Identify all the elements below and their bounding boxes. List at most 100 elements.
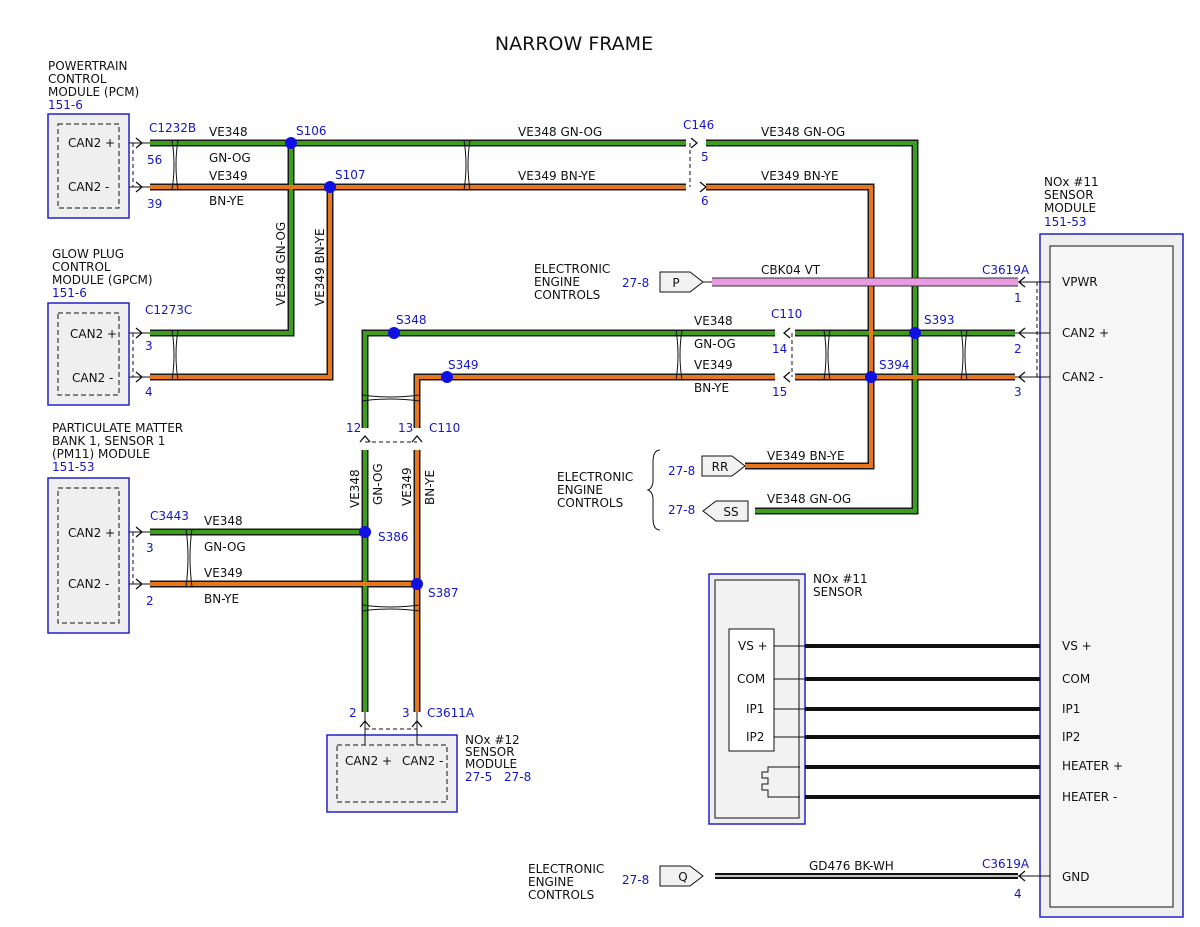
eec-rr-ref: 27-8	[668, 464, 695, 478]
gpcm-name-line3: MODULE (GPCM)	[52, 273, 153, 287]
eec-top-ref: 27-8	[622, 276, 649, 290]
c110-label: C110	[771, 307, 802, 321]
nox12-module[interactable]: CAN2 + CAN2 - NOx #12 SENSOR MODULE 27-5…	[326, 733, 531, 813]
twist-icon	[960, 329, 968, 381]
gpcm-pin-can2-plus: CAN2 +	[70, 327, 117, 341]
chevron-left-icon	[782, 327, 791, 339]
s107-label: S107	[335, 168, 366, 182]
tag-p-shape	[659, 271, 704, 293]
pm11-pin-can2-minus: CAN2 -	[68, 577, 109, 591]
s349-label: S349	[448, 358, 479, 372]
c3619a-pin-1: 1	[1014, 291, 1022, 305]
c146-pin-6: 6	[701, 194, 709, 208]
eec-mid-line1: ELECTRONIC	[557, 470, 633, 484]
nox11-module[interactable]: NOx #11 SENSOR MODULE 151-53 VPWR CAN2 +…	[1039, 175, 1184, 918]
gpcm-inner	[57, 312, 120, 396]
pcm-module[interactable]: POWERTRAIN CONTROL MODULE (PCM) 151-6 CA…	[47, 59, 139, 219]
pcm-connector: C1232B	[149, 121, 196, 135]
splice-s349	[441, 371, 453, 383]
wire-cbk04: CBK04 VT	[761, 263, 821, 277]
eec-top-line2: ENGINE	[534, 275, 580, 289]
pcm-pin-56: 56	[147, 153, 162, 167]
s387-label: S387	[428, 586, 459, 600]
c110-pin-14: 14	[772, 342, 787, 356]
c110-label-vertical: C110	[429, 421, 460, 435]
wire-bnye-pm11: BN-YE	[204, 592, 239, 606]
pcm-pin-can2-minus: CAN2 -	[68, 180, 109, 194]
wire-ve348-gnog-mid: VE348 GN-OG	[518, 125, 602, 139]
wire-bnye-c110: BN-YE	[694, 381, 729, 395]
nox12-box	[326, 734, 458, 813]
gpcm-ref: 151-6	[52, 286, 87, 300]
tag-q-shape	[659, 865, 704, 887]
twist-icon	[171, 329, 179, 381]
wire-ve348-c110: VE348	[694, 314, 733, 328]
gpcm-name-line2: CONTROL	[52, 260, 111, 274]
nox12-inner	[336, 744, 448, 803]
pcm-name-line1: POWERTRAIN	[48, 59, 128, 73]
nox12-ref2: 27-8	[504, 770, 531, 784]
wire-ve349-bnye-mid: VE349 BN-YE	[518, 169, 596, 183]
wire-bnye-vertical-2: BN-YE	[423, 470, 437, 505]
gpcm-pin-can2-minus: CAN2 -	[72, 371, 113, 385]
gpcm-connector: C1273C	[145, 303, 192, 317]
tag-ss: SS	[723, 505, 738, 519]
tag-rr-shape	[701, 455, 746, 477]
pm11-name-line1: PARTICULATE MATTER	[52, 421, 183, 435]
wire-ve349-bnye-rr: VE349 BN-YE	[767, 449, 845, 463]
chevron-right-icon	[135, 181, 144, 193]
pcm-pin-39: 39	[147, 197, 162, 211]
nox11-module-name-line2: SENSOR	[1044, 188, 1094, 202]
pcm-box	[47, 113, 130, 219]
tag-p: P	[672, 276, 679, 290]
splice-s107	[324, 181, 336, 193]
chevron-left-icon	[782, 371, 791, 383]
nox11-sensor-name-line2: SENSOR	[813, 585, 863, 599]
nox11-pin-vs-plus: VS +	[1062, 639, 1092, 653]
nox11-module-name-line1: NOx #11	[1044, 175, 1099, 189]
wire-gnog-pm11: GN-OG	[204, 540, 246, 554]
eec-bottom-line1: ELECTRONIC	[528, 862, 604, 876]
nox11-pin-ip1: IP1	[1062, 702, 1080, 716]
c3619a-pin-3: 3	[1014, 385, 1022, 399]
twisted-pair-markers	[171, 139, 968, 612]
splices	[285, 137, 921, 590]
wire-gnog-pcm: GN-OG	[209, 151, 251, 165]
chevron-right-icon	[135, 371, 144, 383]
eec-bottom-line3: CONTROLS	[528, 888, 594, 902]
pm11-inner	[57, 487, 120, 624]
nox11-sensor-pin-com: COM	[737, 672, 765, 686]
s348-label: S348	[396, 313, 427, 327]
splice-s393	[909, 327, 921, 339]
nox11-module-name-line3: MODULE	[1044, 201, 1096, 215]
splice-s106	[285, 137, 297, 149]
chevron-right-icon	[135, 578, 144, 590]
chevron-left-icon	[1017, 276, 1026, 288]
labels: C1232B 56 39 C1273C 3 4 C3443 3 2 C3611A…	[145, 118, 1030, 902]
nox12-name-line1: NOx #12	[465, 733, 520, 747]
pm11-pin-3: 3	[146, 541, 154, 555]
chevron-up-icon	[359, 434, 371, 443]
pm11-box	[47, 477, 130, 634]
nox11-pin-can2-plus: CAN2 +	[1062, 326, 1109, 340]
nox11-sensor-pin-vs-plus: VS +	[738, 639, 768, 653]
wire-bnye-pcm: BN-YE	[209, 194, 244, 208]
pm11-name-line3: (PM11) MODULE	[52, 447, 150, 461]
pm11-module[interactable]: PARTICULATE MATTER BANK 1, SENSOR 1 (PM1…	[47, 421, 183, 634]
nox12-connector: C3611A	[427, 706, 475, 720]
gpcm-module[interactable]: GLOW PLUG CONTROL MODULE (GPCM) 151-6 CA…	[47, 247, 153, 406]
gpcm-pin-4: 4	[145, 385, 153, 399]
wire-ve348-pm11: VE348	[204, 514, 243, 528]
gpcm-box	[47, 302, 130, 406]
nox11-pin-com: COM	[1062, 672, 1090, 686]
wires-orange-ve349	[150, 185, 1015, 712]
nox12-pin-2: 2	[349, 706, 357, 720]
wire-gnog-c110: GN-OG	[694, 337, 736, 351]
pm11-pin-2: 2	[146, 594, 154, 608]
c3619a-pin-2: 2	[1014, 342, 1022, 356]
wire-ve348-gnog-right: VE348 GN-OG	[761, 125, 845, 139]
c110-pin-12: 12	[346, 421, 361, 435]
nox11-sensor[interactable]: NOx #11 SENSOR VS + COM IP1 IP2	[708, 572, 868, 825]
c110-pin-15: 15	[772, 385, 787, 399]
